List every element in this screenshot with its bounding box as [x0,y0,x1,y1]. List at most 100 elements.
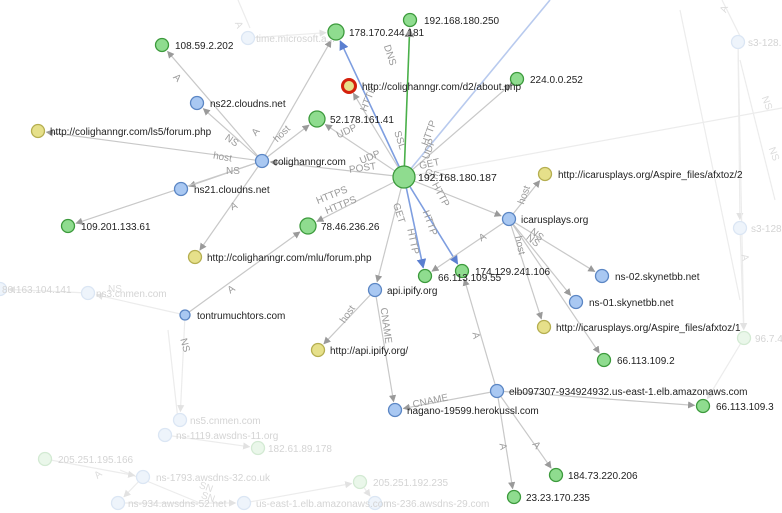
edge-f_967-n_663[interactable] [706,337,745,400]
edge-f_s3128-f_967[interactable] [737,41,748,331]
edge-n_ica-n_662[interactable] [508,218,600,354]
ip-node[interactable] [392,165,416,189]
url-node[interactable] [341,78,357,94]
faded-node[interactable] [0,281,8,297]
ip-node[interactable] [509,71,525,87]
ip-node[interactable] [60,218,76,234]
edge-n_ica-n_66155[interactable] [431,218,510,272]
domain-node[interactable] [489,383,505,399]
edge-n_ica-n_icaaf1[interactable] [508,218,543,320]
faded-node[interactable] [37,451,53,467]
edge-n_elb-n_23[interactable] [496,390,516,490]
edge-n_hub-n_api[interactable] [375,176,405,283]
edge-n_hub-n_coli[interactable] [269,159,405,178]
ip-node[interactable] [327,23,345,41]
node-label: ns-236.awsdns-29.com [386,499,489,510]
edge-n_api-n_apiurl[interactable] [323,289,376,345]
node-label: 96.7.4... [755,334,782,345]
domain-node[interactable] [501,211,517,227]
edge-n_coli-n_mlu[interactable] [199,160,263,251]
node-label: nagano-19599.herokussl.com [407,406,539,417]
ip-node[interactable] [454,263,470,279]
faded-node[interactable] [736,330,752,346]
faded-node[interactable] [240,30,256,46]
edge-n_hub-n_224[interactable] [403,84,512,178]
faded-node[interactable] [157,427,173,443]
edge-n_coli-n_ns22[interactable] [202,108,263,162]
edge-label: A [232,20,245,31]
edge-n_ica-n_ns01[interactable] [508,218,572,296]
edge-n_hub-n_52[interactable] [324,124,405,178]
edge-n_hub-n_192250[interactable] [403,27,415,178]
faded-node[interactable] [367,495,383,511]
ip-node[interactable] [695,398,711,414]
node-label: 224.0.0.252 [530,75,583,86]
edge-n_elb-n_184[interactable] [496,390,552,469]
edge-f_ns3-f_80[interactable] [7,286,89,294]
edge-f_1119-f_18261[interactable] [164,434,251,450]
edge-label: A [530,439,543,451]
faded-node[interactable] [80,285,96,301]
edge-n_coli-n_108[interactable] [167,50,263,162]
domain-node[interactable] [367,282,383,298]
faded-node[interactable] [732,220,748,236]
url-node[interactable] [310,342,326,358]
url-node[interactable] [187,249,203,265]
edge-n_hub-n_1782[interactable] [339,40,405,178]
edge-f_elb2-f_205b[interactable] [243,481,353,504]
ip-node[interactable] [506,489,522,505]
faded-node[interactable] [110,495,126,511]
edge-n_ica-n_ns02[interactable] [508,218,596,273]
faded-node[interactable] [236,495,252,511]
edge-n_elb-n_663[interactable] [496,390,696,409]
edge-n_coli-n_109[interactable] [75,160,263,225]
domain-node[interactable] [254,153,270,169]
ip-node[interactable] [548,467,564,483]
edge-n_coli-n_52[interactable] [261,124,310,162]
domain-node[interactable] [179,309,191,321]
edge-n_hub-n_ica[interactable] [403,176,502,217]
domain-node[interactable] [189,95,205,111]
edge-f_time-n_1782[interactable] [247,29,327,39]
node-label: time.microsoft.a... [256,34,335,45]
edge-n_coli-n_ls5[interactable] [45,129,263,162]
domain-node[interactable] [594,268,610,284]
url-node[interactable] [536,319,552,335]
faded-node[interactable] [250,440,266,456]
edge-label: A [469,331,481,340]
edge-n_coli-n_1782[interactable] [261,40,332,162]
ip-node[interactable] [596,352,612,368]
faded-node[interactable] [352,474,368,490]
edge-n_hub-n_174[interactable] [403,176,459,265]
edge-n_tont-f_nsc[interactable] [177,314,186,413]
domain-node[interactable] [173,181,189,197]
edge-n_elb-n_nag[interactable] [402,390,498,411]
edge-n_tont-f_ns3[interactable] [95,292,186,316]
ip-node[interactable] [299,217,317,235]
domain-node[interactable] [568,294,584,310]
node-label: ns21.cloudns.net [194,185,270,196]
edge-f_205-f_1793[interactable] [44,458,136,478]
edge-n_hub-n_66155[interactable] [403,176,427,269]
edge-n_ica-n_icaaf2[interactable] [508,180,541,220]
ip-node[interactable] [402,12,418,28]
ip-node[interactable] [154,37,170,53]
node-labels: 192.168.180.187178.170.244.181192.168.18… [2,16,782,510]
faded-node[interactable] [172,412,188,428]
edge-n_hub-n_about[interactable] [352,92,405,178]
edge-n_hub-n_78[interactable] [316,176,405,222]
node-label: http://api.ipify.org/ [330,346,408,357]
faded-node[interactable] [730,34,746,50]
ip-node[interactable] [417,268,433,284]
url-node[interactable] [30,123,46,139]
ip-node[interactable] [308,110,326,128]
edge-n_api-n_nag[interactable] [374,289,397,403]
domain-node[interactable] [387,402,403,418]
edge-n_elb-n_174[interactable] [462,278,498,392]
edge-label: A [496,442,508,451]
url-node[interactable] [537,166,553,182]
background-edge [403,0,551,178]
edge-n_tont-n_78[interactable] [184,231,301,316]
faded-node[interactable] [135,469,151,485]
